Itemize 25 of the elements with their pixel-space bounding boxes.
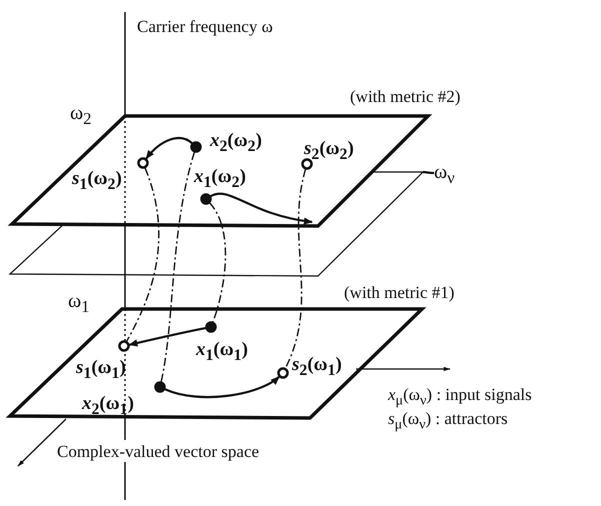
axis-label: Complex-valued vector space — [57, 443, 260, 460]
arrow — [164, 376, 280, 398]
dashed-connector — [126, 168, 160, 342]
point-label: x$_{2}$(ω$_{2}$) — [210, 131, 262, 155]
plane-label: ω$_{2}$ — [70, 103, 92, 128]
metric-note: (with metric #1) — [344, 284, 454, 301]
arrow — [145, 137, 193, 160]
arrow — [128, 326, 206, 346]
point-label: s$_{2}$(ω$_{1}$) — [292, 355, 342, 379]
metric-note: (with metric #2) — [350, 88, 460, 105]
dashed-connector — [284, 169, 306, 368]
point-label: s$_{1}$(ω$_{2}$) — [72, 169, 122, 193]
legend-text: s$_{μ}$(ω$_{ν}$) : attractors — [388, 410, 508, 432]
frequency-label: ω$_{ν}$ — [434, 162, 455, 187]
plane-label: ω$_{1}$ — [68, 291, 90, 316]
dashed-connector — [209, 202, 226, 322]
axis-label: Carrier frequency ω — [137, 18, 273, 35]
arrow — [210, 192, 313, 224]
point-label: s$_{1}$(ω$_{1}$) — [76, 358, 126, 382]
legend-text: x$_{μ}$(ω$_{ν}$) : input signals — [388, 386, 532, 408]
dashed-connector — [160, 152, 196, 382]
point-label: x$_{1}$(ω$_{1}$) — [196, 340, 248, 364]
leader-line — [422, 170, 434, 174]
point-label: s$_{2}$(ω$_{2}$) — [304, 139, 354, 163]
point-label: x$_{1}$(ω$_{2}$) — [194, 167, 246, 191]
